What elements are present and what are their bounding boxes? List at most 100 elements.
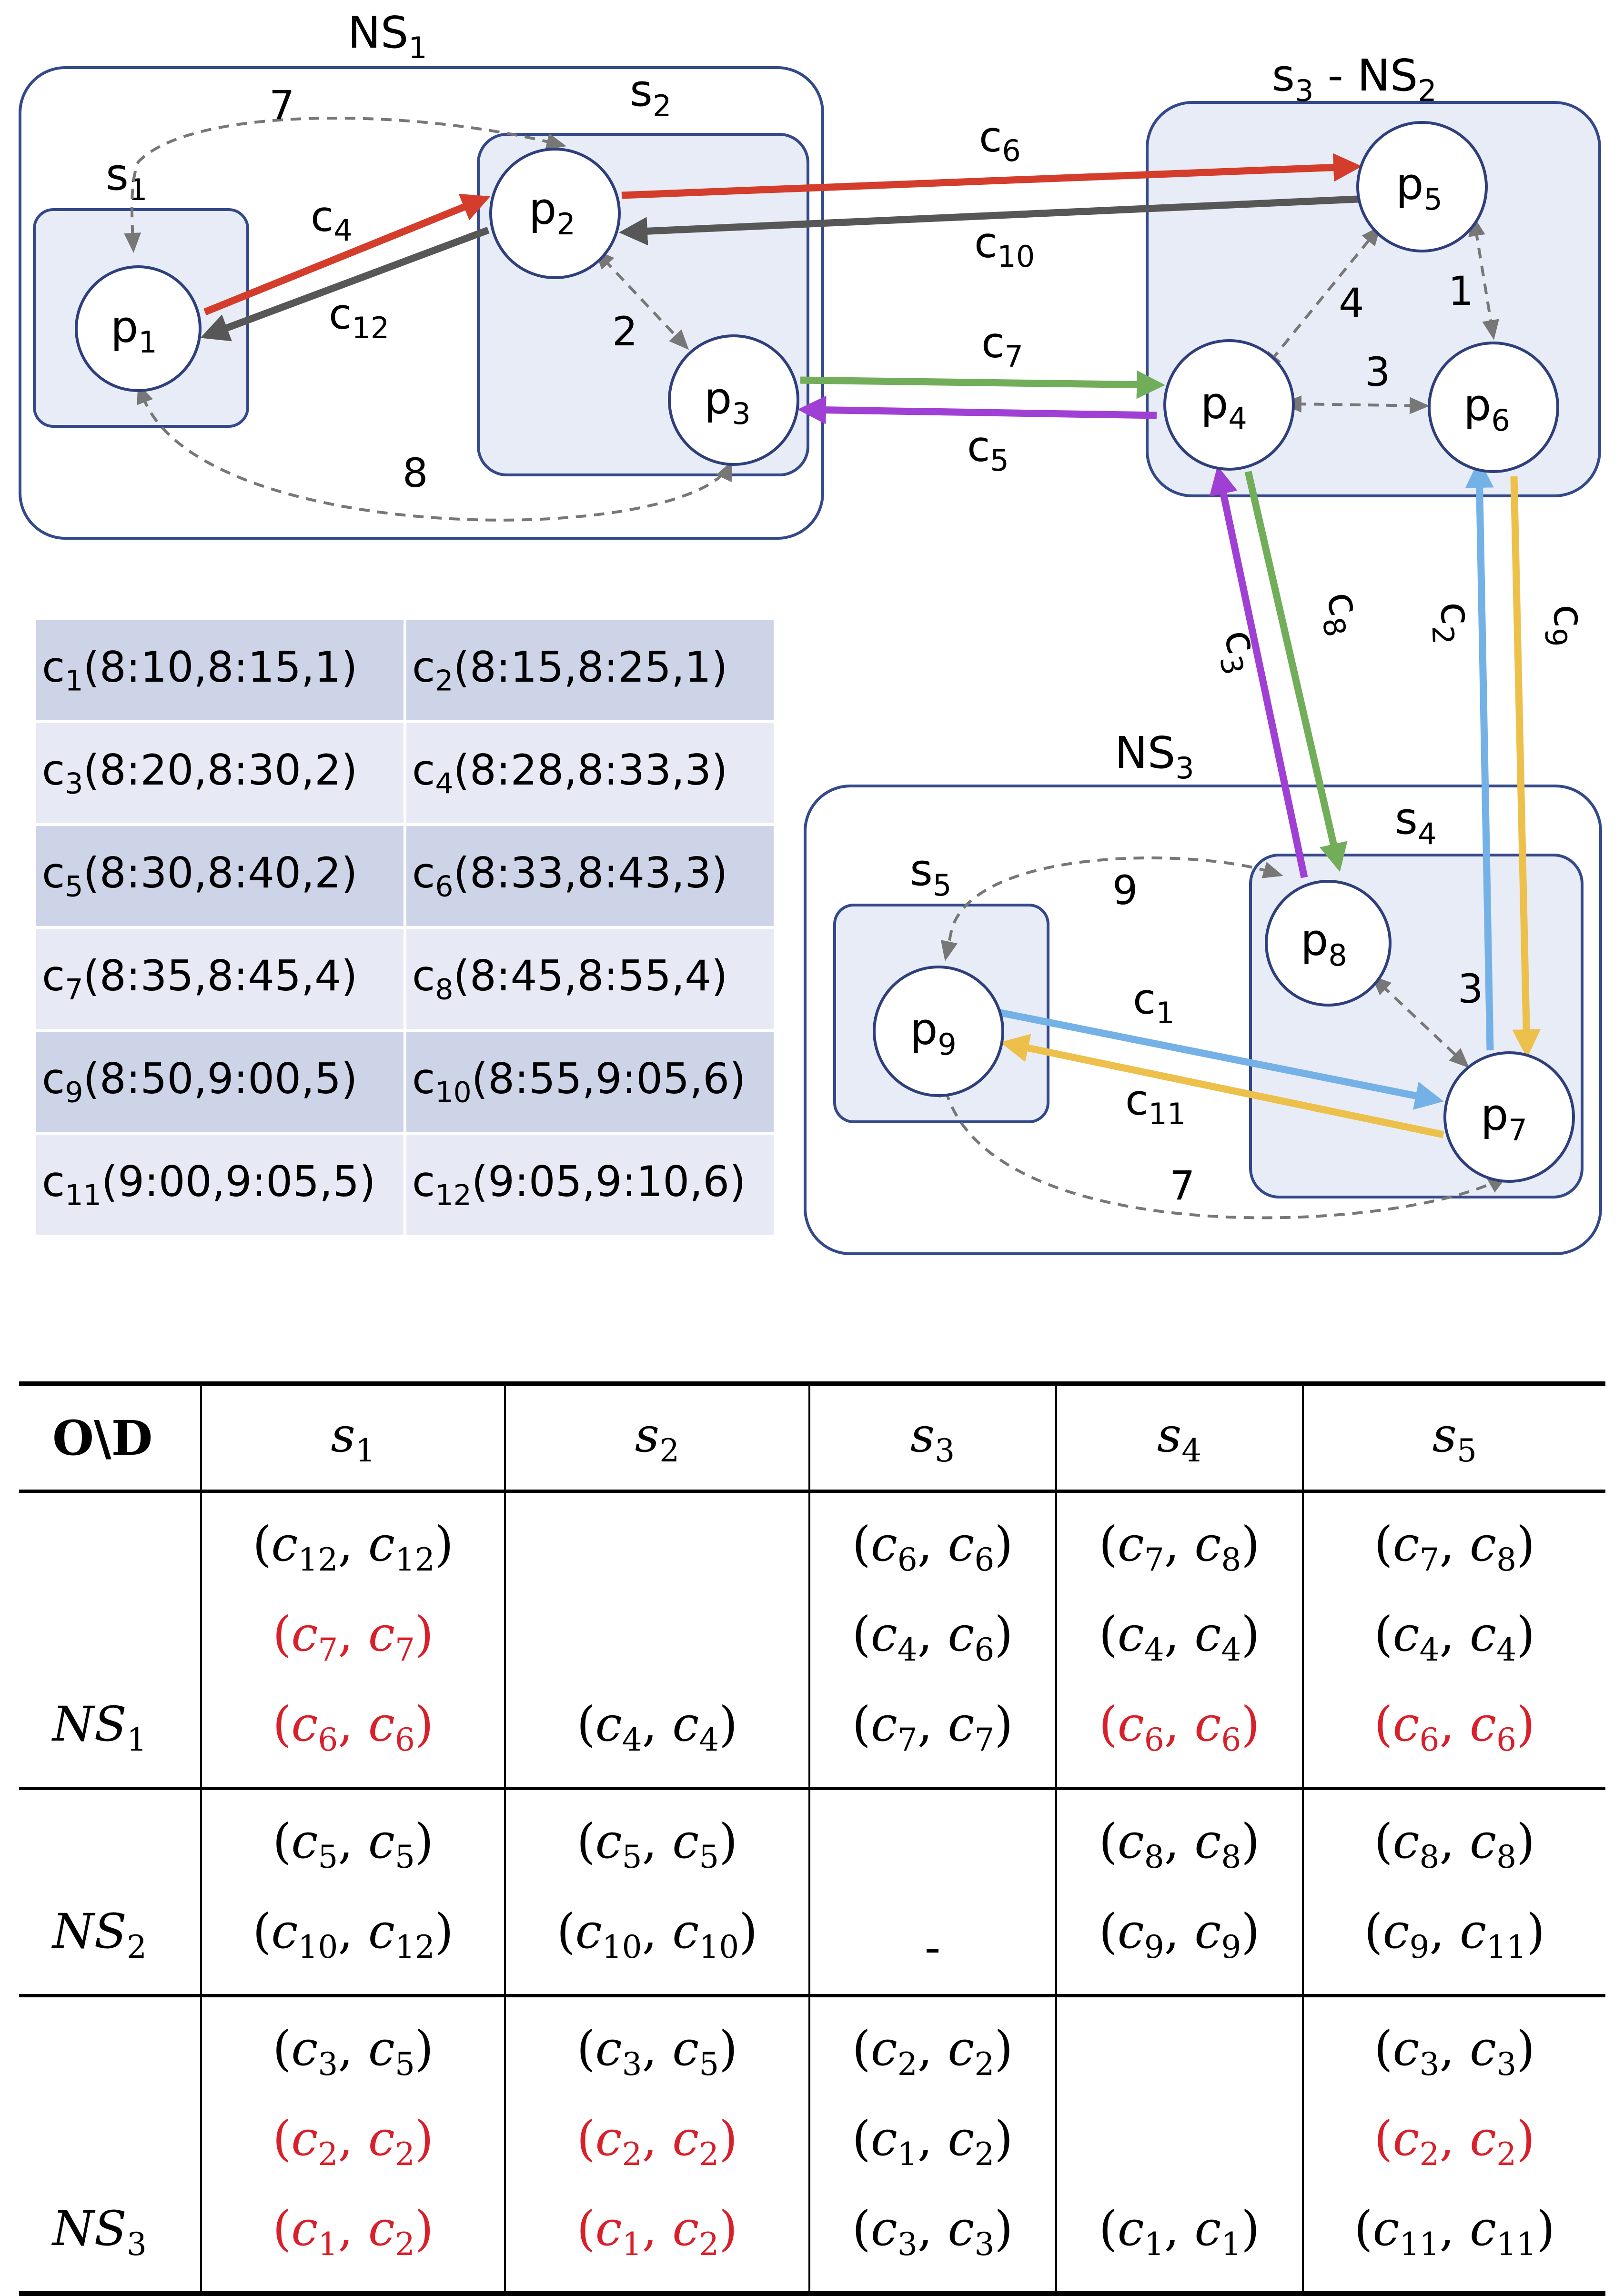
node-p5: p5 [1356, 121, 1488, 252]
od-cell: (c5, c5)(c10, c12) [200, 1788, 505, 1996]
connection-c5 [797, 395, 1157, 424]
od-cell: (c12, c12)(c7, c7)(c6, c6) [200, 1491, 505, 1789]
connection-entry: c8(8:45,8:55,4) [406, 929, 774, 1029]
od-cell: (c6, c6)(c4, c6)(c7, c7) [808, 1491, 1056, 1789]
od-cell: (c1, c1) [1055, 1995, 1303, 2294]
node-p6: p6 [1428, 342, 1559, 473]
od-pair: (c2, c2) [576, 2111, 738, 2173]
connections-row: c5(8:30,8:40,2) c6(8:33,8:43,3) [36, 826, 774, 926]
connections-row: c9(8:50,9:00,5) c10(8:55,9:05,6) [36, 1032, 774, 1132]
connection-c6 [621, 153, 1362, 199]
od-pair: (c3, c5) [272, 2021, 434, 2083]
connection-c2-label: c2 [1424, 601, 1482, 645]
connection-c12 [200, 226, 490, 342]
connection-c4-label: c4 [311, 192, 353, 248]
walk-weight-s2-s1: 7 [269, 82, 294, 129]
connection-c5-label: c5 [967, 422, 1009, 478]
od-column-header: s3 [808, 1384, 1056, 1493]
walk-weight-p5-p6: 1 [1448, 268, 1473, 314]
walk-weight-p8-p7: 3 [1458, 966, 1483, 1012]
walk-link-p9-p7 [938, 1076, 1508, 1219]
od-cell: (c4, c4) [504, 1491, 809, 1789]
connection-entry: c3(8:20,8:30,2) [36, 723, 403, 823]
od-pair: (c1, c1) [1099, 2201, 1260, 2263]
svg-text:p1: p1 [111, 302, 157, 360]
od-pair: (c1, c2) [852, 2111, 1013, 2173]
svg-text:p9: p9 [910, 1004, 957, 1062]
od-cell: (c3, c5)(c2, c2)(c1, c2) [200, 1995, 505, 2294]
od-pair: (c4, c4) [1099, 1606, 1260, 1668]
walk-weight-s1-p3: 8 [403, 450, 428, 496]
svg-text:p6: p6 [1463, 380, 1510, 438]
od-cell: (c2, c2) (c1, c2) (c3, c3) [808, 1995, 1056, 2294]
connection-c11-label: c11 [1125, 1076, 1186, 1131]
od-matrix-table: O\D s1 s2 s3 s4 s5 NS1(c12, c12)(c7, c7)… [19, 1381, 1605, 2296]
od-header-row: O\D s1 s2 s3 s4 s5 [19, 1384, 1605, 1493]
walk-weight-p9-p7: 7 [1170, 1162, 1195, 1209]
connection-c9-label: c9 [1537, 604, 1594, 647]
od-pair: (c6, c6) [1099, 1696, 1260, 1758]
connections-row: c7(8:35,8:45,4) c8(8:45,8:55,4) [36, 929, 774, 1029]
od-pair: (c3, c3) [1374, 2021, 1535, 2083]
od-pair: (c3, c3) [852, 2201, 1013, 2263]
connection-c6-label: c6 [979, 112, 1021, 168]
walk-link-s2-s1 [124, 116, 567, 253]
od-row-header: NS1 [52, 1696, 147, 1758]
node-p4: p4 [1163, 339, 1295, 471]
connection-c3 [1209, 465, 1308, 878]
node-p7: p7 [1443, 1051, 1575, 1183]
station-s4-label: s4 [1395, 793, 1436, 851]
connections-table: c1(8:10,8:15,1) c2(8:15,8:25,1) c3(8:20,… [33, 617, 777, 1238]
connection-entry: c9(8:50,9:00,5) [36, 1032, 403, 1132]
od-pair: (c4, c4) [576, 1696, 738, 1758]
od-column-header: s4 [1055, 1384, 1303, 1493]
connection-c1-label: c1 [1133, 975, 1175, 1030]
connection-entry: c6(8:33,8:43,3) [406, 826, 774, 926]
od-pair: (c7, c8) [1374, 1516, 1535, 1578]
node-p2: p2 [489, 148, 621, 279]
od-cell: (c7, c8)(c4, c4)(c6, c6) [1301, 1491, 1605, 1789]
od-pair: (c9, c9) [1099, 1903, 1260, 1965]
network-diagram: NS1 s3 - NS2 NS3 s1 s2 s5 s4 7 8 2 4 1 3… [19, 7, 1602, 1255]
connection-entry: c4(8:28,8:33,3) [406, 723, 774, 823]
node-p3: p3 [668, 334, 799, 466]
od-cell: (c5, c5)(c10, c10) [504, 1788, 809, 1996]
connection-c9 [1510, 476, 1541, 1058]
node-p9: p9 [873, 966, 1004, 1097]
region-ns2-label: s3 - NS2 [1272, 50, 1437, 108]
od-row-header: NS3 [52, 2201, 147, 2263]
od-matrix-body: NS1(c12, c12)(c7, c7)(c6, c6)(c4, c4)(c6… [19, 1491, 1605, 2294]
walk-weight-p8-p9: 9 [1112, 867, 1138, 914]
od-pair: (c2, c2) [272, 2111, 434, 2173]
od-pair: (c7, c7) [852, 1696, 1013, 1758]
od-pair: (c9, c11) [1364, 1903, 1545, 1965]
od-column-header: s5 [1301, 1384, 1605, 1493]
od-cell: (c8, c8) (c9, c11) [1301, 1788, 1605, 1996]
connection-c8 [1244, 471, 1348, 872]
connection-entry: c10(8:55,9:05,6) [406, 1032, 774, 1132]
od-cell: (c8, c8)(c9, c9) [1055, 1788, 1303, 1996]
connections-row: c3(8:20,8:30,2) c4(8:28,8:33,3) [36, 723, 774, 823]
node-p8: p8 [1265, 880, 1392, 1007]
od-pair: (c8, c8) [1374, 1813, 1535, 1875]
walk-weight-p2-p3: 2 [612, 308, 637, 355]
region-ns1-label: NS1 [348, 7, 427, 65]
walk-link-p8-p7 [1371, 975, 1470, 1068]
od-pair: (c2, c2) [852, 2021, 1013, 2083]
od-pair: (c5, c5) [272, 1813, 434, 1875]
od-row: NS1(c12, c12)(c7, c7)(c6, c6)(c4, c4)(c6… [19, 1491, 1605, 1789]
connection-c12-label: c12 [329, 290, 389, 345]
od-pair: (c6, c6) [272, 1696, 434, 1758]
walk-weight-p4-p5: 4 [1339, 280, 1364, 326]
svg-text:p8: p8 [1301, 915, 1347, 973]
od-pair: (c7, c7) [272, 1606, 434, 1668]
region-ns3-label: NS3 [1115, 727, 1194, 785]
od-pair: (c6, c6) [852, 1516, 1013, 1578]
walk-link-p5-p6 [1468, 216, 1499, 340]
od-corner-label: O\D [19, 1384, 201, 1493]
connections-row: c11(9:00,9:05,5) c12(9:05,9:10,6) [36, 1135, 774, 1235]
od-row: NS2(c5, c5)(c10, c12)(c5, c5)(c10, c10)-… [19, 1788, 1605, 1996]
od-pair: (c5, c5) [576, 1813, 738, 1875]
connection-c8-label: c8 [1311, 587, 1374, 640]
walk-link-p4-p6 [1281, 395, 1430, 414]
